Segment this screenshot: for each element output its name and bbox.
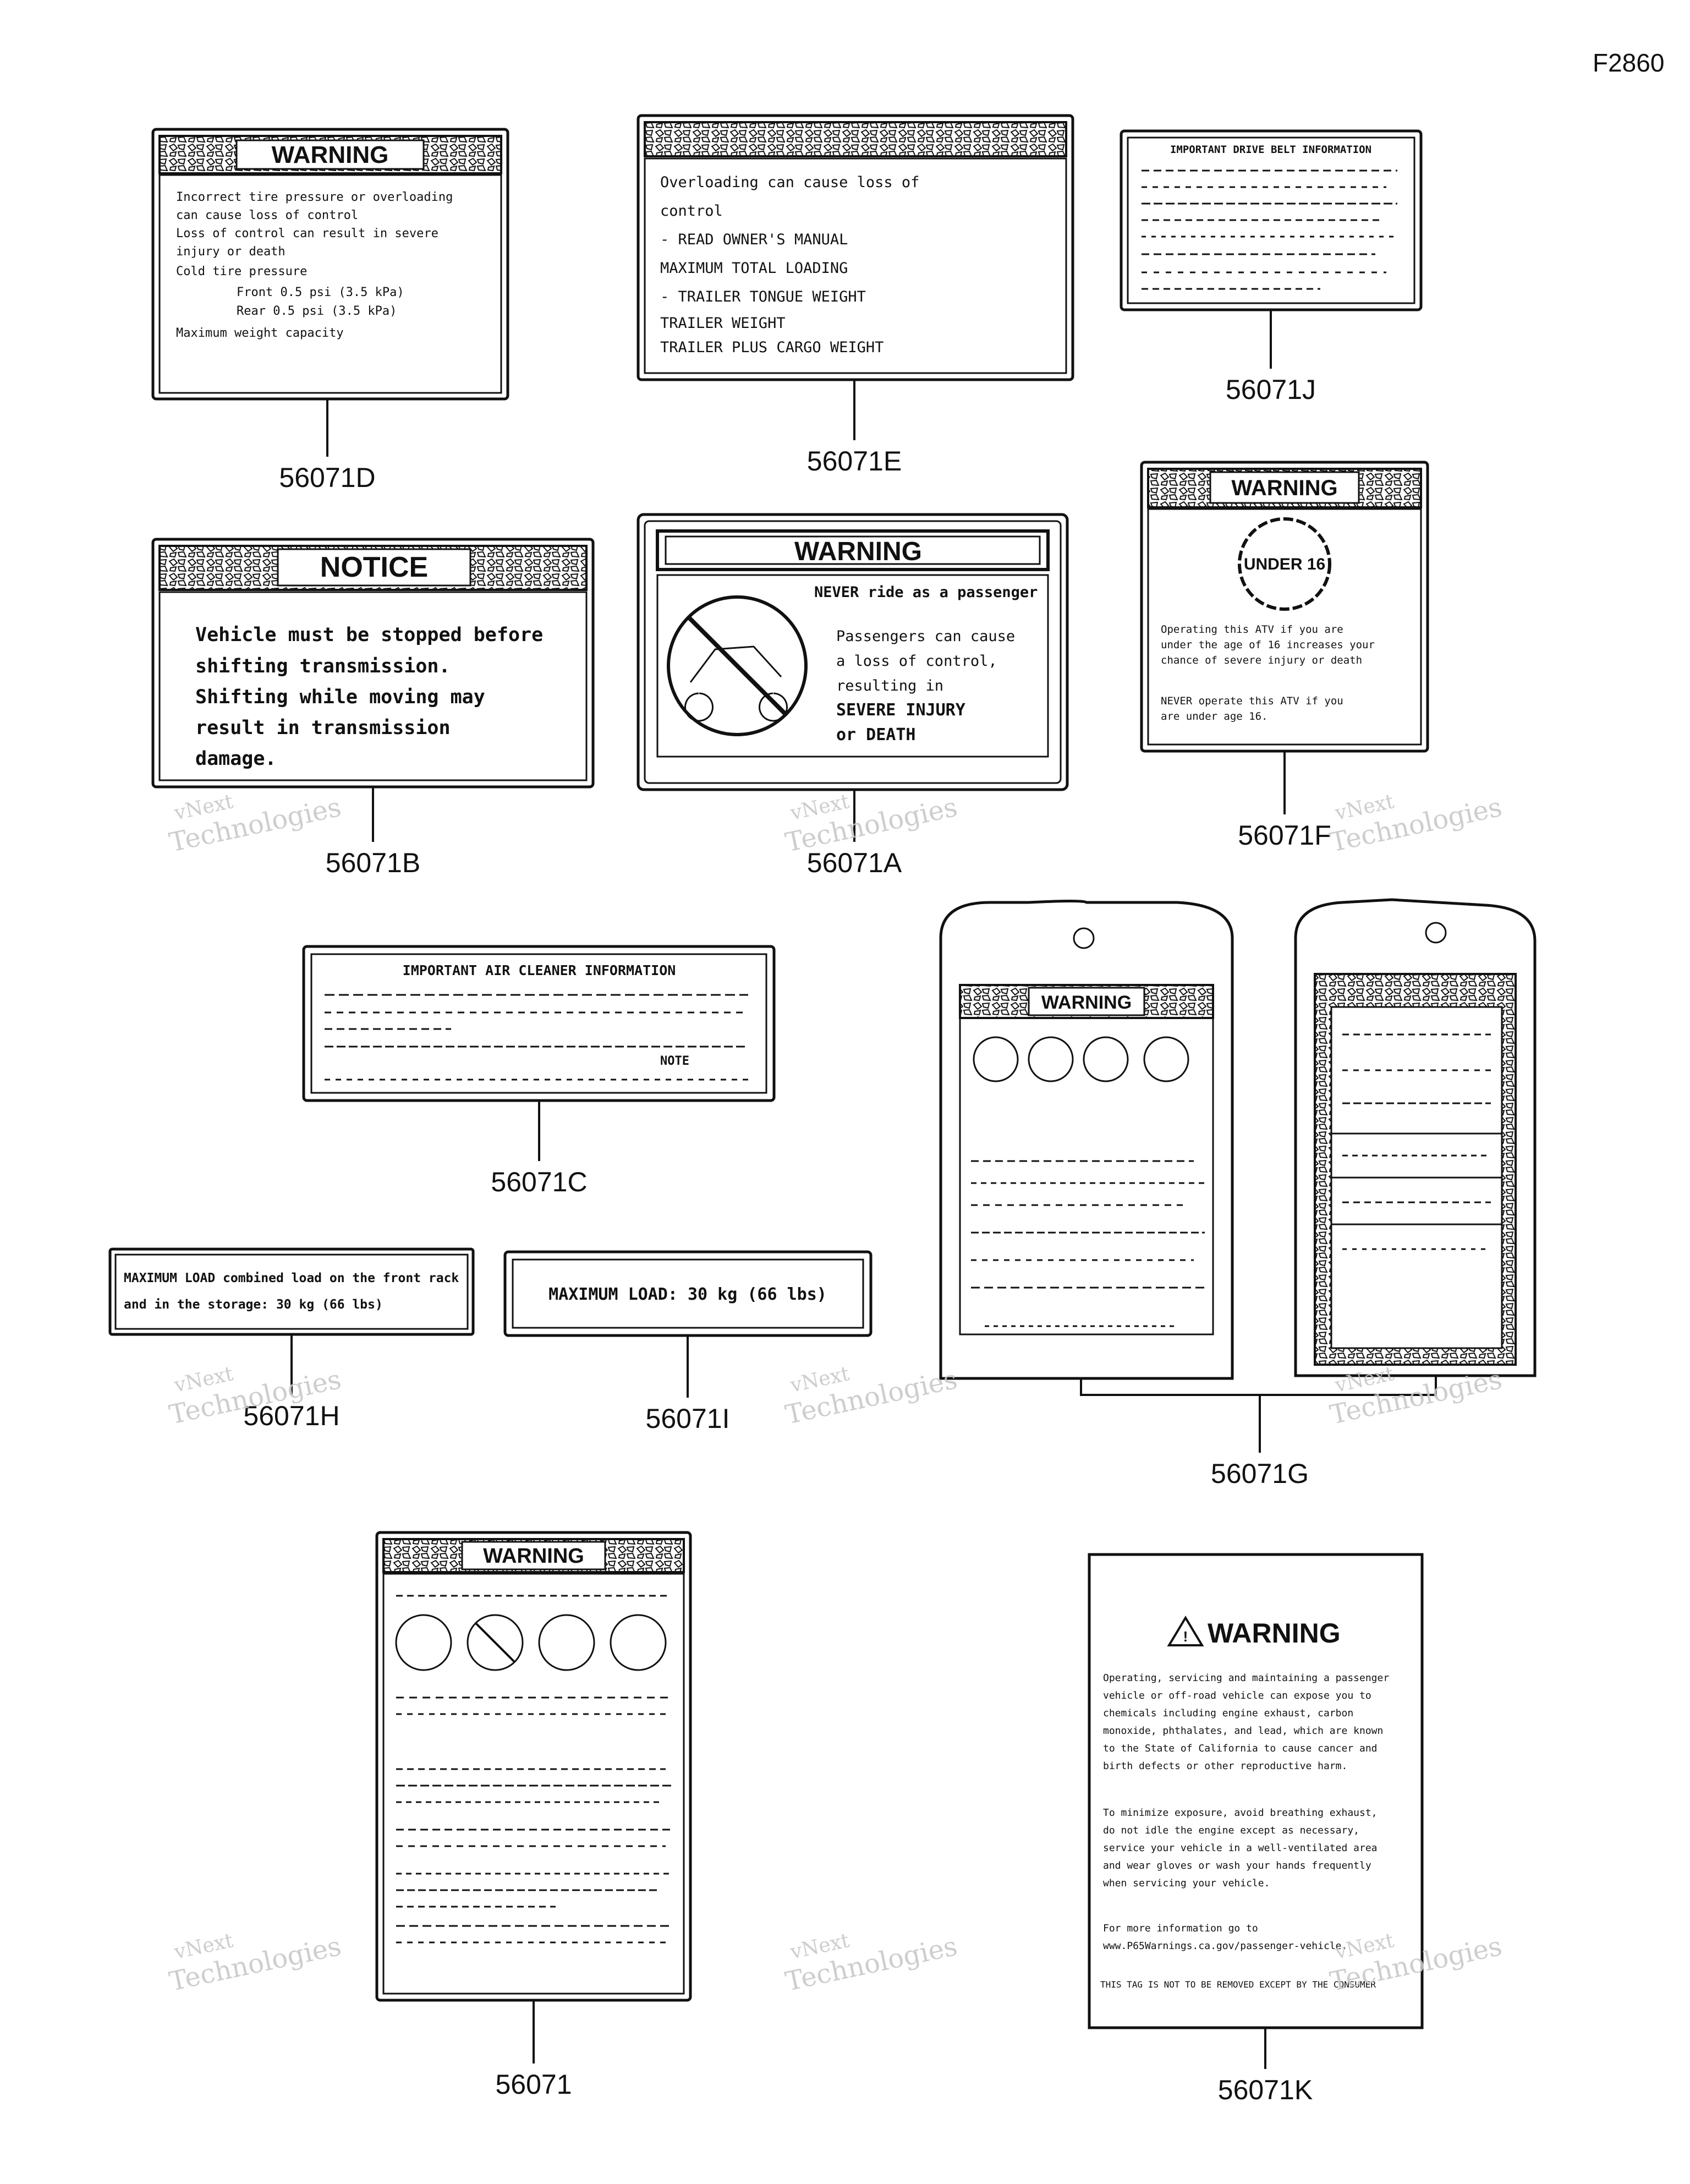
label-56071E[interactable]: Overloading can cause loss of control - … xyxy=(637,114,1074,381)
label-56071B[interactable]: NOTICE Vehicle must be stopped before sh… xyxy=(151,538,595,789)
label-heading: IMPORTANT AIR CLEANER INFORMATION xyxy=(403,962,676,978)
label-line: NEVER ride as a passenger xyxy=(814,584,1038,601)
label-line: To minimize exposure, avoid breathing ex… xyxy=(1103,1807,1378,1819)
label-line: Cold tire pressure xyxy=(176,265,307,278)
label-line: - READ OWNER'S MANUAL xyxy=(660,231,848,248)
part-number: 56071B xyxy=(326,847,420,878)
label-line: vehicle or off-road vehicle can expose y… xyxy=(1103,1690,1371,1701)
label-line: For more information go to xyxy=(1103,1923,1258,1934)
label-56071A[interactable]: WARNING NEVER ride as a passenger Passen… xyxy=(637,513,1069,791)
age-badge: UNDER 16 xyxy=(1244,555,1325,573)
label-line: Rear 0.5 psi (3.5 kPa) xyxy=(237,304,397,318)
label-line: TRAILER PLUS CARGO WEIGHT xyxy=(660,339,884,356)
label-line: Maximum weight capacity xyxy=(176,326,344,340)
label-line: shifting transmission. xyxy=(195,655,451,677)
label-line: TRAILER WEIGHT xyxy=(660,315,786,332)
fine-print-lines xyxy=(325,994,748,1081)
label-56071F[interactable]: WARNING UNDER 16 Operating this ATV if y… xyxy=(1140,461,1429,753)
label-line: MAXIMUM TOTAL LOADING xyxy=(660,260,848,277)
part-number: 56071K xyxy=(1218,2074,1313,2105)
label-line: - TRAILER TONGUE WEIGHT xyxy=(660,288,866,305)
label-line: Shifting while moving may xyxy=(195,686,485,708)
label-heading: WARNING xyxy=(1208,1618,1341,1649)
part-number: 56071A xyxy=(807,847,902,878)
warning-triangle-icon xyxy=(1167,1616,1204,1646)
label-line: Incorrect tire pressure or overloading xyxy=(176,190,453,204)
label-56071H[interactable]: MAXIMUM LOAD combined load on the front … xyxy=(108,1247,475,1336)
label-line: Vehicle must be stopped before xyxy=(195,624,543,646)
label-line: under the age of 16 increases your xyxy=(1161,639,1375,651)
label-line: service your vehicle in a well-ventilate… xyxy=(1103,1842,1378,1854)
label-line: NOTE xyxy=(660,1054,689,1068)
label-heading: WARNING xyxy=(272,141,389,168)
part-number: 56071G xyxy=(1211,1458,1309,1489)
label-line: MAXIMUM LOAD combined load on the front … xyxy=(124,1271,459,1285)
fine-print-lines xyxy=(396,1595,671,1944)
label-56071K[interactable]: ! WARNING Operating, servicing and maint… xyxy=(1088,1553,1424,2029)
label-line: chance of severe injury or death xyxy=(1161,654,1362,666)
part-number: 56071I xyxy=(646,1403,730,1434)
label-heading: WARNING xyxy=(1041,992,1132,1013)
label-heading: IMPORTANT DRIVE BELT INFORMATION xyxy=(1170,144,1371,156)
label-line: are under age 16. xyxy=(1161,710,1268,722)
label-56071D[interactable]: WARNING Incorrect tire pressure or overl… xyxy=(151,128,509,401)
part-number: 56071E xyxy=(807,446,902,477)
label-line: to the State of California to cause canc… xyxy=(1103,1743,1378,1754)
warning-triangle-mark: ! xyxy=(1183,1628,1188,1645)
label-line: and in the storage: 30 kg (66 lbs) xyxy=(124,1298,383,1312)
label-56071G-tag-2[interactable] xyxy=(1294,898,1537,1377)
label-line: injury or death xyxy=(176,245,286,259)
label-line: can cause loss of control xyxy=(176,209,358,222)
label-56071I[interactable]: MAXIMUM LOAD: 30 kg (66 lbs) xyxy=(503,1250,873,1337)
label-line: and wear gloves or wash your hands frequ… xyxy=(1103,1860,1371,1871)
label-line: SEVERE INJURY xyxy=(836,700,965,720)
part-number: 56071F xyxy=(1238,820,1331,851)
label-56071[interactable]: WARNING xyxy=(375,1531,692,2002)
label-56071G-tag-1[interactable]: WARNING xyxy=(939,900,1234,1380)
label-56071C[interactable]: IMPORTANT AIR CLEANER INFORMATION NOTE xyxy=(302,945,776,1102)
fine-print-lines xyxy=(971,1160,1205,1327)
age-badge-icon xyxy=(1238,517,1331,611)
label-line: NEVER operate this ATV if you xyxy=(1161,695,1343,707)
label-line: resulting in xyxy=(836,677,943,694)
part-number: 56071H xyxy=(243,1400,339,1431)
label-56071J[interactable]: IMPORTANT DRIVE BELT INFORMATION xyxy=(1120,129,1423,311)
part-number: 56071D xyxy=(279,462,375,493)
part-number: 56071J xyxy=(1226,374,1316,405)
label-line: Front 0.5 psi (3.5 kPa) xyxy=(237,286,404,299)
label-heading: WARNING xyxy=(794,537,922,566)
label-line: do not idle the engine except as necessa… xyxy=(1103,1825,1359,1836)
label-line: damage. xyxy=(195,748,277,770)
fine-print-lines xyxy=(1331,1033,1502,1250)
label-line: monoxide, phthalates, and lead, which ar… xyxy=(1103,1725,1383,1737)
label-line: birth defects or other reproductive harm… xyxy=(1103,1760,1347,1772)
label-line: www.P65Warnings.ca.gov/passenger-vehicle… xyxy=(1103,1940,1347,1952)
label-line: Operating, servicing and maintaining a p… xyxy=(1103,1672,1389,1684)
label-line: when servicing your vehicle. xyxy=(1103,1878,1270,1889)
label-line: result in transmission xyxy=(195,717,451,739)
label-line: Loss of control can result in severe xyxy=(176,227,438,240)
label-line: chemicals including engine exhaust, carb… xyxy=(1103,1707,1353,1719)
label-line: Operating this ATV if you are xyxy=(1161,623,1343,636)
label-line: Overloading can cause loss of xyxy=(660,174,919,191)
label-line: control xyxy=(660,202,723,220)
label-heading: WARNING xyxy=(1231,476,1337,500)
fine-print-lines xyxy=(1142,169,1397,290)
label-line: MAXIMUM LOAD: 30 kg (66 lbs) xyxy=(548,1285,827,1304)
label-line: Passengers can cause xyxy=(836,628,1015,645)
part-number: 56071C xyxy=(491,1167,587,1197)
diagram-code: F2860 xyxy=(1593,48,1664,77)
label-line: or DEATH xyxy=(836,725,916,745)
label-heading: WARNING xyxy=(483,1545,584,1568)
label-line: THIS TAG IS NOT TO BE REMOVED EXCEPT BY … xyxy=(1100,1979,1376,1990)
part-number: 56071 xyxy=(495,2069,572,2100)
label-line: a loss of control, xyxy=(836,653,997,670)
label-heading: NOTICE xyxy=(320,551,428,583)
